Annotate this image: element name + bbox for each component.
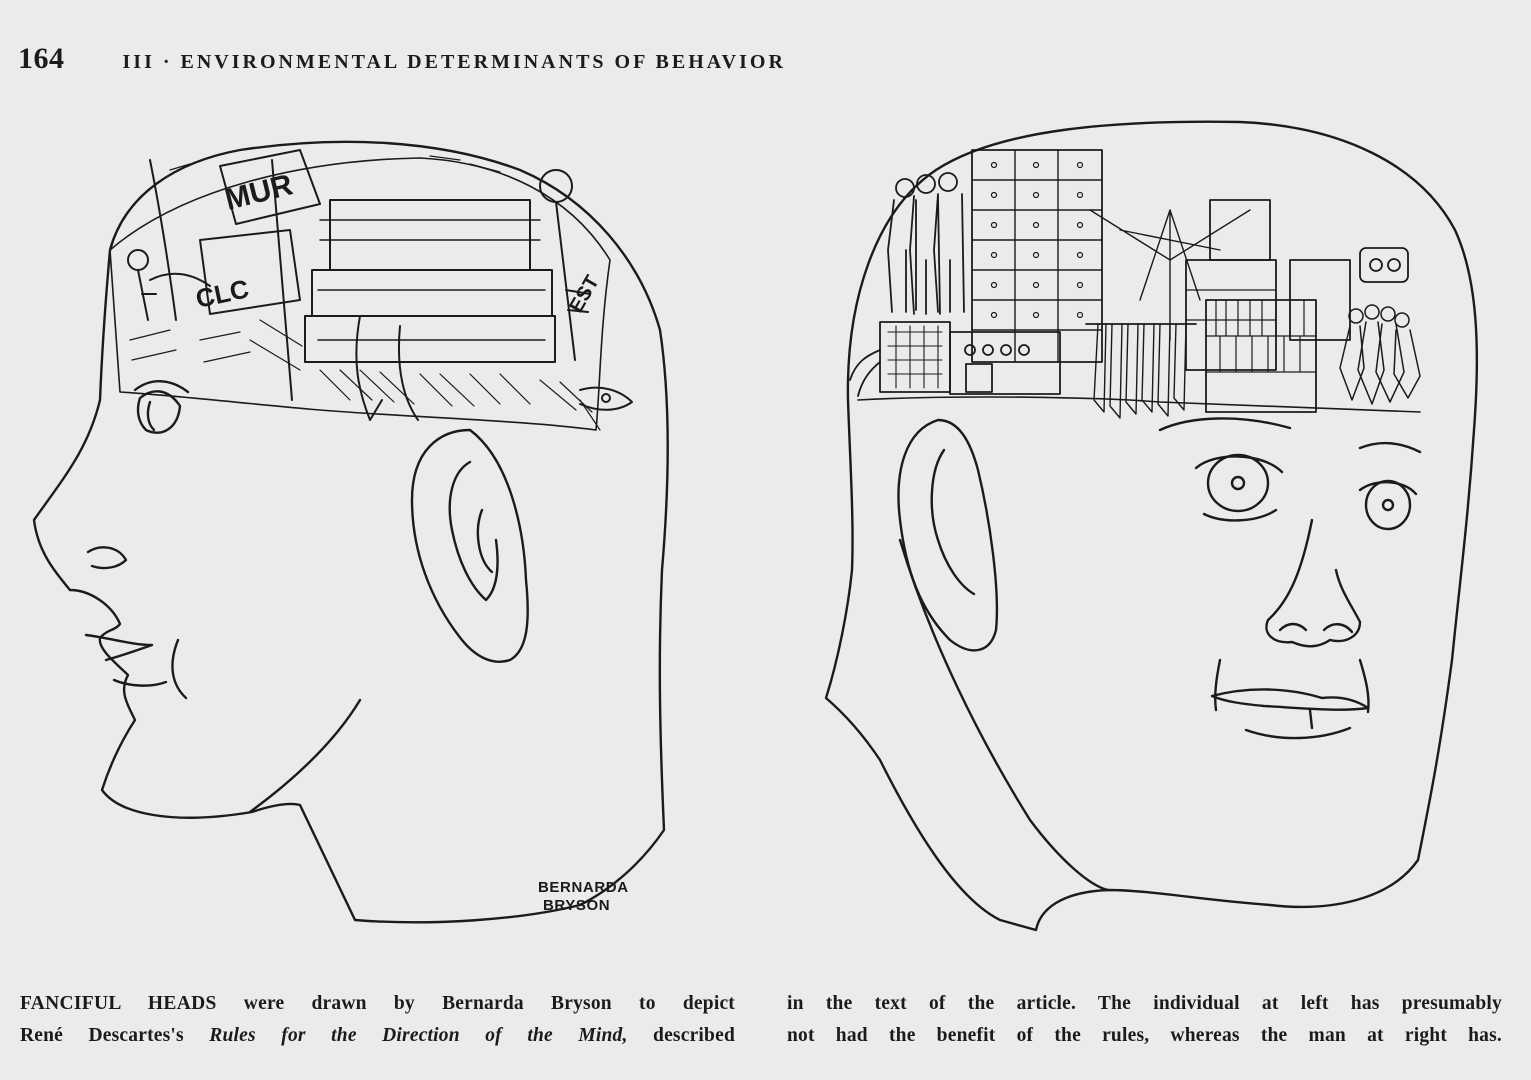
caption-line-2-post: described	[627, 1025, 735, 1046]
figure-caption: FANCIFUL HEADS were drawn by Bernarda Br…	[20, 988, 1502, 1052]
right-head-orderly-contents	[849, 149, 1421, 419]
clutter-lettering-2: CLC	[193, 273, 252, 314]
page-number: 164	[18, 42, 65, 75]
caption-line-3: in the text of the article. The individu…	[787, 993, 1502, 1014]
artist-signature: BERNARDA BRYSON	[538, 879, 629, 914]
right-head-mouth	[1210, 688, 1370, 711]
caption-book-title: Rules for the Direction of the Mind,	[209, 1025, 628, 1046]
caption-line-2-pre: René Descartes's	[20, 1025, 210, 1046]
left-head-eye	[136, 390, 182, 434]
fanciful-heads-illustration: MUR CLC EST BERNARDA BRYSON	[0, 100, 1531, 970]
signature-line-2: BRYSON	[543, 897, 610, 914]
running-head: 164 III · ENVIRONMENTAL DETERMINANTS OF …	[18, 42, 786, 76]
right-head-three-quarter	[824, 120, 1479, 932]
caption-line-1: FANCIFUL HEADS were drawn by Bernarda Br…	[20, 988, 735, 1020]
suited-figures	[887, 172, 965, 315]
right-head-outline	[824, 120, 1479, 932]
clutter-lettering-3: EST	[565, 272, 604, 317]
right-head-nose	[1265, 518, 1362, 648]
section-title: III · ENVIRONMENTAL DETERMINANTS OF BEHA…	[122, 51, 786, 73]
right-head-ear	[897, 418, 999, 652]
right-head-eyes	[1194, 453, 1418, 531]
caption-line-1-rest: were drawn by Bernarda Bryson to depict	[216, 993, 735, 1014]
filing-tower	[971, 149, 1103, 363]
caption-column-left: FANCIFUL HEADS were drawn by Bernarda Br…	[20, 988, 735, 1052]
clutter-lettering-1: MUR	[222, 168, 297, 217]
left-head-profile: MUR CLC EST	[32, 140, 669, 924]
bookshelf	[1205, 299, 1317, 413]
left-head-mouth	[84, 633, 154, 662]
signature-line-1: BERNARDA	[538, 879, 629, 896]
caption-line-4: not had the benefit of the rules, wherea…	[787, 1025, 1502, 1046]
standing-figures	[1339, 304, 1421, 405]
left-head-clutter: MUR CLC EST	[109, 149, 633, 431]
caption-line-2: René Descartes's Rules for the Direction…	[20, 1020, 735, 1052]
left-head-ear	[410, 428, 529, 663]
antenna-mast	[1089, 209, 1251, 341]
caption-lead: FANCIFUL HEADS	[20, 993, 217, 1014]
caption-column-right: in the text of the article. The individu…	[787, 988, 1502, 1052]
